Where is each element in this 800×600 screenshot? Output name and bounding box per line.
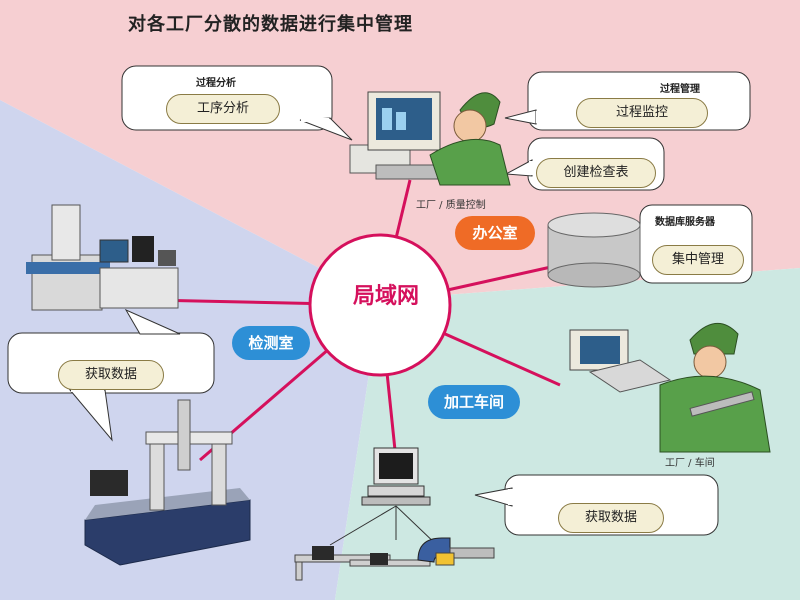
micrometer-icon <box>417 537 495 566</box>
office-badge: 办公室 <box>455 216 535 250</box>
workshop-acquire-data-button[interactable]: 获取数据 <box>558 503 664 533</box>
caliper-2-icon <box>349 553 431 567</box>
central-management-button[interactable]: 集中管理 <box>652 245 744 275</box>
workshop-worker-icon <box>569 322 771 453</box>
process-analysis-title: 过程分析 <box>196 78 236 89</box>
cmm-machine-icon <box>84 399 251 566</box>
page-title: 对各工厂分散的数据进行集中管理 <box>128 14 413 35</box>
database-server-icon <box>547 212 641 288</box>
workshop-badge: 加工车间 <box>428 385 520 419</box>
process-monitoring-button[interactable]: 过程监控 <box>576 98 708 128</box>
caliper-icon <box>294 546 391 581</box>
bubble-tail-inspection-top <box>124 308 181 335</box>
database-server-title: 数据库服务器 <box>655 217 715 228</box>
process-management-title: 过程管理 <box>660 84 700 95</box>
lan-hub-label: 局域网 <box>352 284 419 309</box>
lan-hub-circle <box>308 233 452 377</box>
workshop-pc-icon <box>361 447 431 506</box>
create-report-button[interactable]: 创建检查表 <box>536 158 656 188</box>
process-analysis-button[interactable]: 工序分析 <box>166 94 280 124</box>
vision-measuring-machine-icon <box>26 204 179 311</box>
inspection-badge: 检测室 <box>232 326 310 360</box>
inspection-acquire-data-button[interactable]: 获取数据 <box>58 360 164 390</box>
workshop-worker-caption: 工厂 / 车间 <box>665 458 715 469</box>
office-worker-caption: 工厂 / 质量控制 <box>416 200 486 211</box>
office-worker-icon <box>349 91 511 186</box>
